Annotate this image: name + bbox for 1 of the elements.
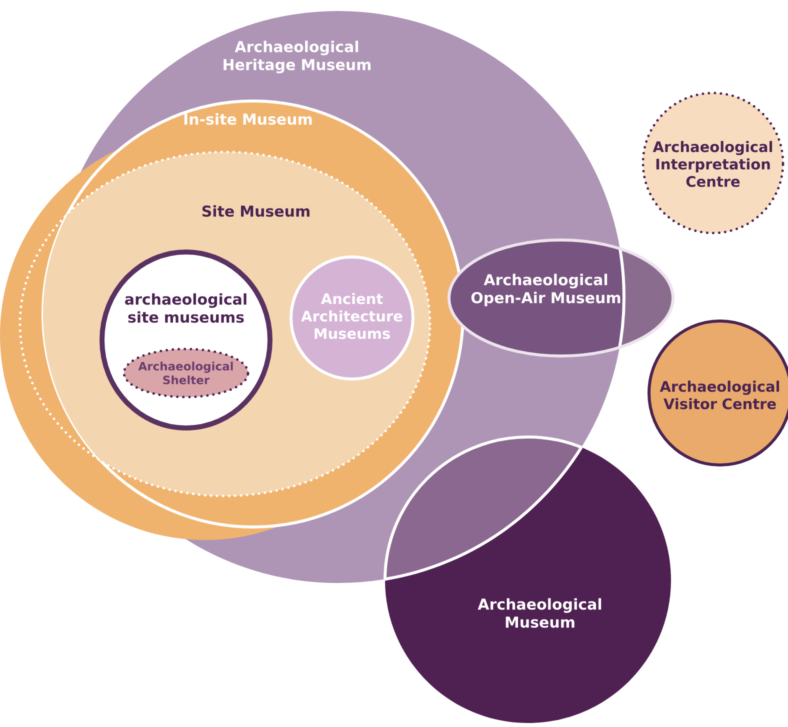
node-label: Archaeological Museum: [478, 598, 602, 628]
